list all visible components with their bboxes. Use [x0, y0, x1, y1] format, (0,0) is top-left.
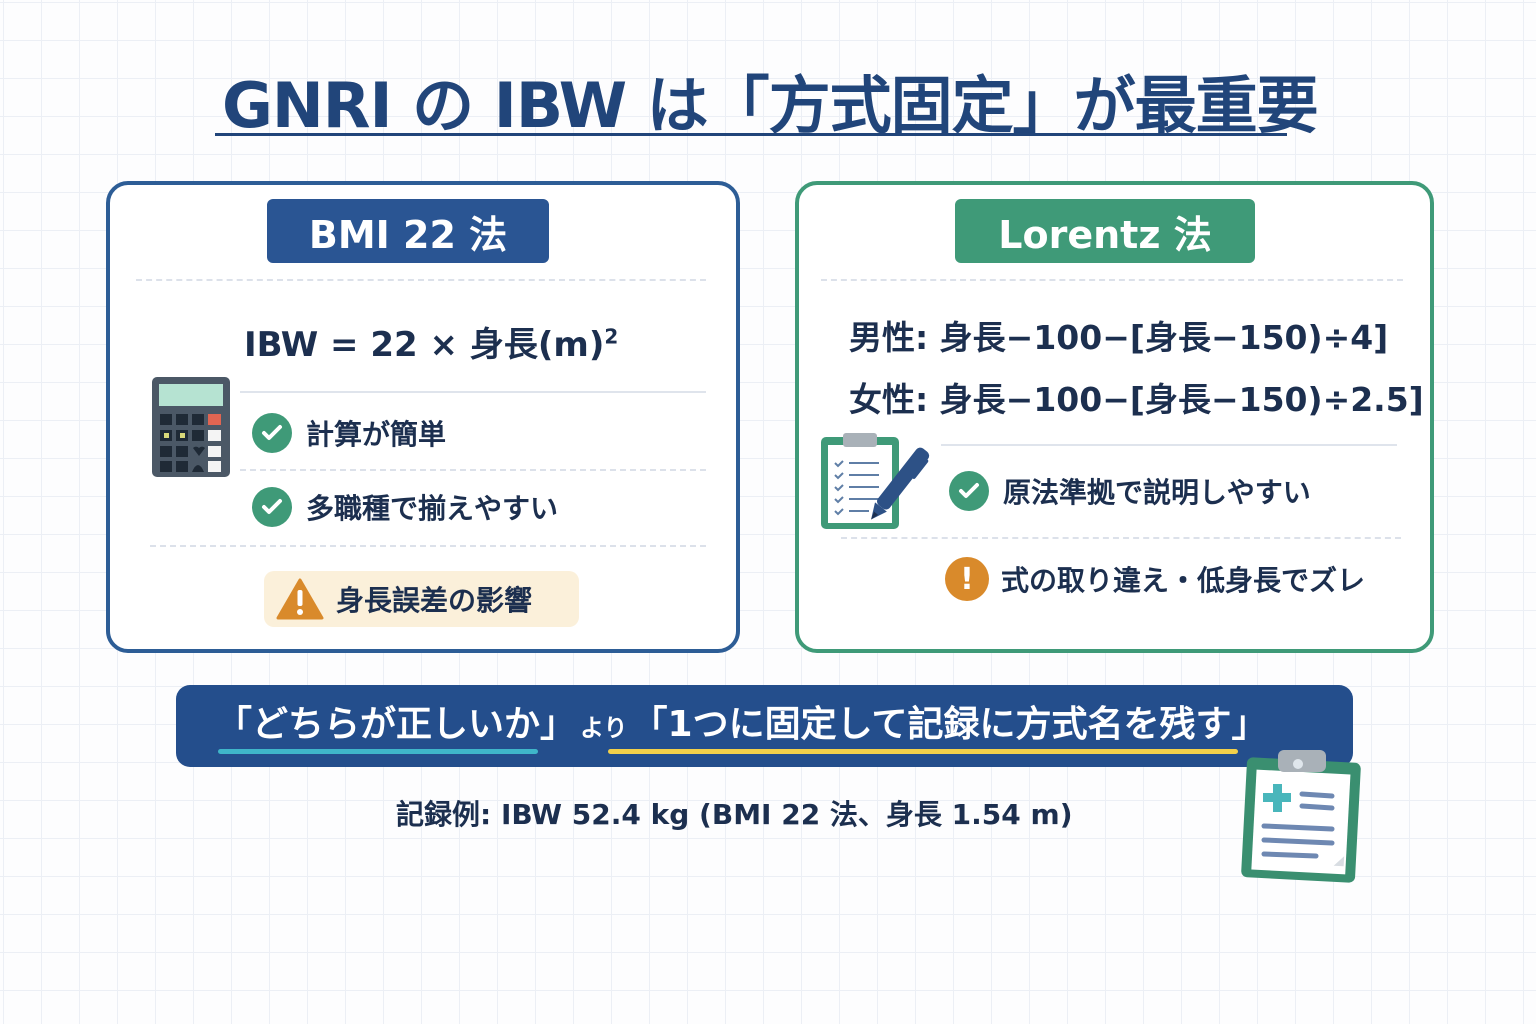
pro-item: 原法準拠で説明しやすい [949, 471, 1311, 511]
pro-label: 計算が簡単 [306, 418, 447, 451]
lorentz-badge: Lorentz 法 [955, 199, 1255, 263]
pro-label: 原法準拠で説明しやすい [1003, 476, 1311, 509]
divider [150, 545, 706, 547]
bmi22-card: BMI 22 法 IBW = 22 × 身長(m)2 [106, 181, 740, 653]
formula-exponent: 2 [604, 324, 619, 349]
clipboard-pen-icon [819, 433, 939, 533]
check-icon [252, 487, 292, 527]
warning-label: 身長誤差の影響 [336, 584, 533, 617]
title-underline [215, 133, 1287, 136]
warning-triangle-icon [276, 578, 324, 620]
divider [821, 279, 1403, 281]
banner-connector: より [580, 714, 628, 742]
divider [240, 469, 706, 471]
pro-item: 多職種で揃えやすい [252, 487, 558, 527]
banner-part1: 「どちらが正しいか」 [216, 704, 577, 745]
bmi22-badge: BMI 22 法 [267, 199, 549, 263]
lorentz-card: Lorentz 法 男性: 身長−100−[身長−150)÷4] 女性: 身長−… [795, 181, 1434, 653]
banner-text: 「どちらが正しいか」 より 「1つに固定して記録に方式名を残す」 [216, 695, 1268, 747]
banner-part2: 「1つに固定して記録に方式名を残す」 [631, 704, 1268, 745]
medical-clipboard-icon [1240, 746, 1362, 884]
divider [941, 444, 1397, 446]
pro-label: 多職種で揃えやすい [306, 492, 559, 525]
divider [136, 279, 706, 281]
lorentz-formula-female: 女性: 身長−100−[身長−150)÷2.5] [849, 380, 1424, 419]
check-icon [252, 413, 292, 453]
divider [841, 537, 1401, 539]
warning-box: 身長誤差の影響 [264, 571, 579, 627]
con-item: ! 式の取り違え・低身長でズレ [945, 557, 1365, 601]
bmi22-formula: IBW = 22 × 身長(m)2 [244, 317, 618, 366]
calculator-icon [152, 377, 230, 477]
lorentz-formula-male: 男性: 身長−100−[身長−150)÷4] [849, 318, 1389, 357]
divider [240, 391, 706, 393]
underline-cyan [218, 749, 538, 754]
underline-yellow [608, 749, 1238, 754]
formula-text: IBW = 22 × 身長(m) [244, 325, 605, 365]
page-title: GNRI の IBW は「方式固定」が最重要 [222, 69, 1319, 142]
pro-item: 計算が簡単 [252, 413, 446, 453]
record-example: 記録例: IBW 52.4 kg (BMI 22 法、身長 1.54 m) [396, 798, 1073, 831]
check-icon [949, 471, 989, 511]
key-message-banner: 「どちらが正しいか」 より 「1つに固定して記録に方式名を残す」 [176, 685, 1353, 767]
con-label: 式の取り違え・低身長でズレ [1001, 564, 1366, 597]
exclamation-icon: ! [945, 557, 989, 601]
